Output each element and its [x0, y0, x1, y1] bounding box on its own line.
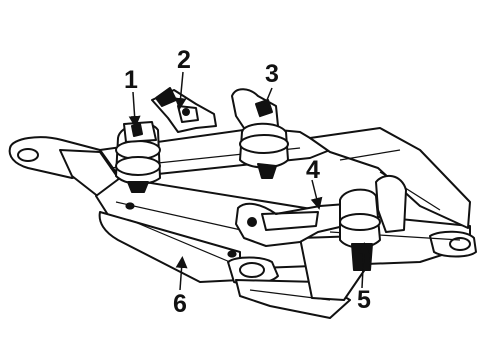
callout-5: 5 [357, 286, 371, 314]
engine-mount-left [115, 121, 161, 193]
callout-6: 6 [173, 290, 187, 318]
engine-mount-right [231, 88, 289, 179]
callout-2: 2 [177, 46, 191, 74]
callout-1: 1 [124, 66, 138, 94]
callout-3: 3 [265, 60, 279, 88]
callout-4: 4 [306, 156, 320, 184]
rear-mount [339, 174, 407, 271]
leader-lines [128, 71, 370, 291]
transmission-mount [235, 202, 361, 247]
mount-bracket [151, 87, 217, 133]
